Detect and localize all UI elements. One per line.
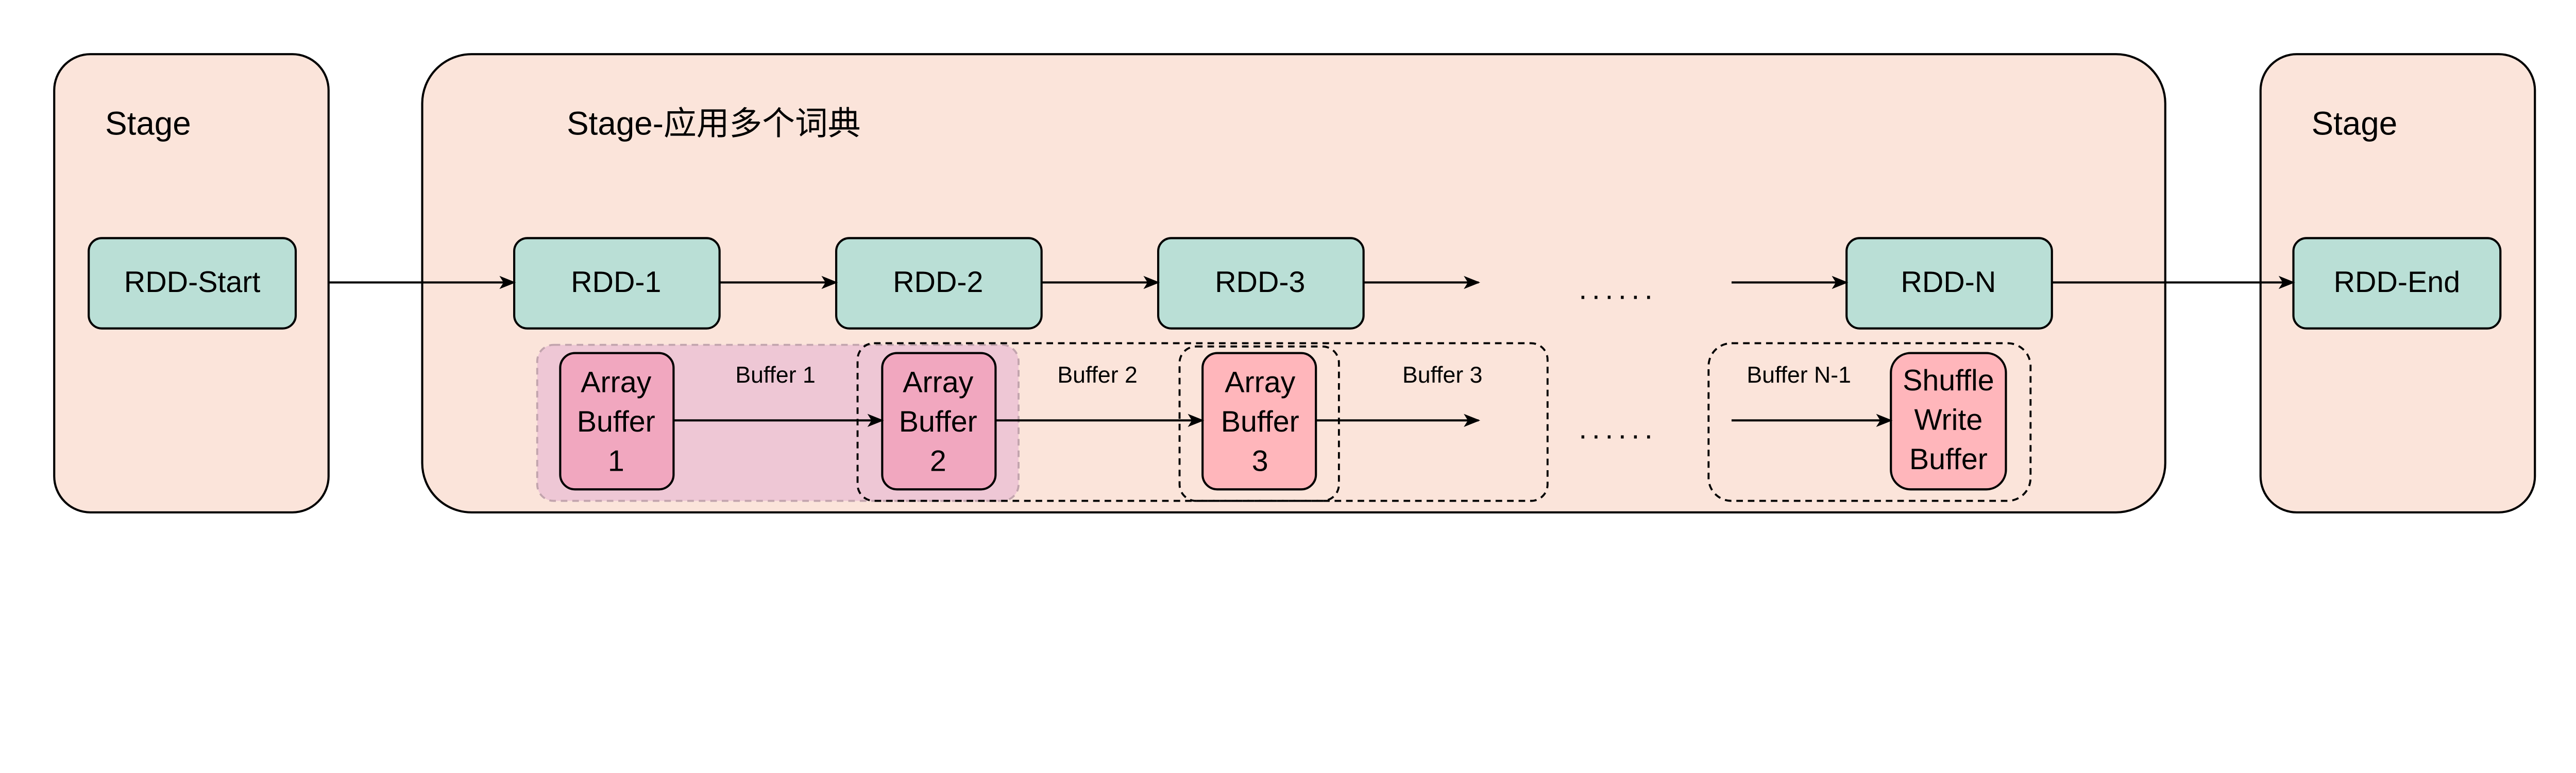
diagram: Stage Stage-应用多个词典 Stage Buffer 1 Buffer… <box>53 53 2536 513</box>
rdd-2-node: RDD-2 <box>835 237 1043 330</box>
rdd-n-label: RDD-N <box>1901 266 1996 299</box>
rdd-start-label: RDD-Start <box>124 266 261 299</box>
array-buffer-1-line-3: 1 <box>608 444 624 477</box>
rdd-2-label: RDD-2 <box>893 266 983 299</box>
array-buffer-2-line-3: 2 <box>930 444 946 477</box>
rdd-3-label: RDD-3 <box>1215 266 1305 299</box>
array-buffer-2-line-1: Array <box>903 366 973 399</box>
buffer-2-label: Buffer 2 <box>1057 363 1137 388</box>
buffer-3-region <box>1178 345 1340 502</box>
rdd-1-node: RDD-1 <box>513 237 721 330</box>
shuffle-buffer-line-2: Write <box>1914 404 1982 437</box>
buffer-ellipsis: ...... <box>1579 412 1657 445</box>
array-buffer-3-line-1: Array <box>1225 366 1295 399</box>
shuffle-write-buffer: Shuffle Write Buffer <box>1890 352 2007 491</box>
buffer-n-1-region <box>1707 342 2032 502</box>
array-buffer-3: Array Buffer 3 <box>1201 352 1317 491</box>
array-buffer-2: Array Buffer 2 <box>881 352 997 491</box>
rdd-3-node: RDD-3 <box>1157 237 1365 330</box>
array-buffer-3-line-2: Buffer <box>1221 405 1299 438</box>
buffer-3-label: Buffer 3 <box>1402 363 1482 388</box>
buffer-n-1-label: Buffer N-1 <box>1747 363 1851 388</box>
stage-left-label: Stage <box>105 105 191 142</box>
array-buffer-2-line-2: Buffer <box>899 405 977 438</box>
shuffle-buffer-line-1: Shuffle <box>1903 364 1994 397</box>
rdd-start-node: RDD-Start <box>88 237 297 330</box>
rdd-1-label: RDD-1 <box>571 266 661 299</box>
stage-middle-label: Stage-应用多个词典 <box>567 105 860 142</box>
rdd-n-node: RDD-N <box>1845 237 2053 330</box>
rdd-end-label: RDD-End <box>2334 266 2461 299</box>
array-buffer-1-line-1: Array <box>581 366 651 399</box>
stage-right-label: Stage <box>2312 105 2398 142</box>
array-buffer-1: Array Buffer 1 <box>559 352 675 491</box>
shuffle-buffer-line-3: Buffer <box>1909 443 1988 476</box>
rdd-ellipsis: ...... <box>1579 272 1657 305</box>
buffer-1-label: Buffer 1 <box>735 363 815 388</box>
array-buffer-3-line-3: 3 <box>1252 444 1268 477</box>
rdd-end-node: RDD-End <box>2292 237 2502 330</box>
array-buffer-1-line-2: Buffer <box>577 405 655 438</box>
